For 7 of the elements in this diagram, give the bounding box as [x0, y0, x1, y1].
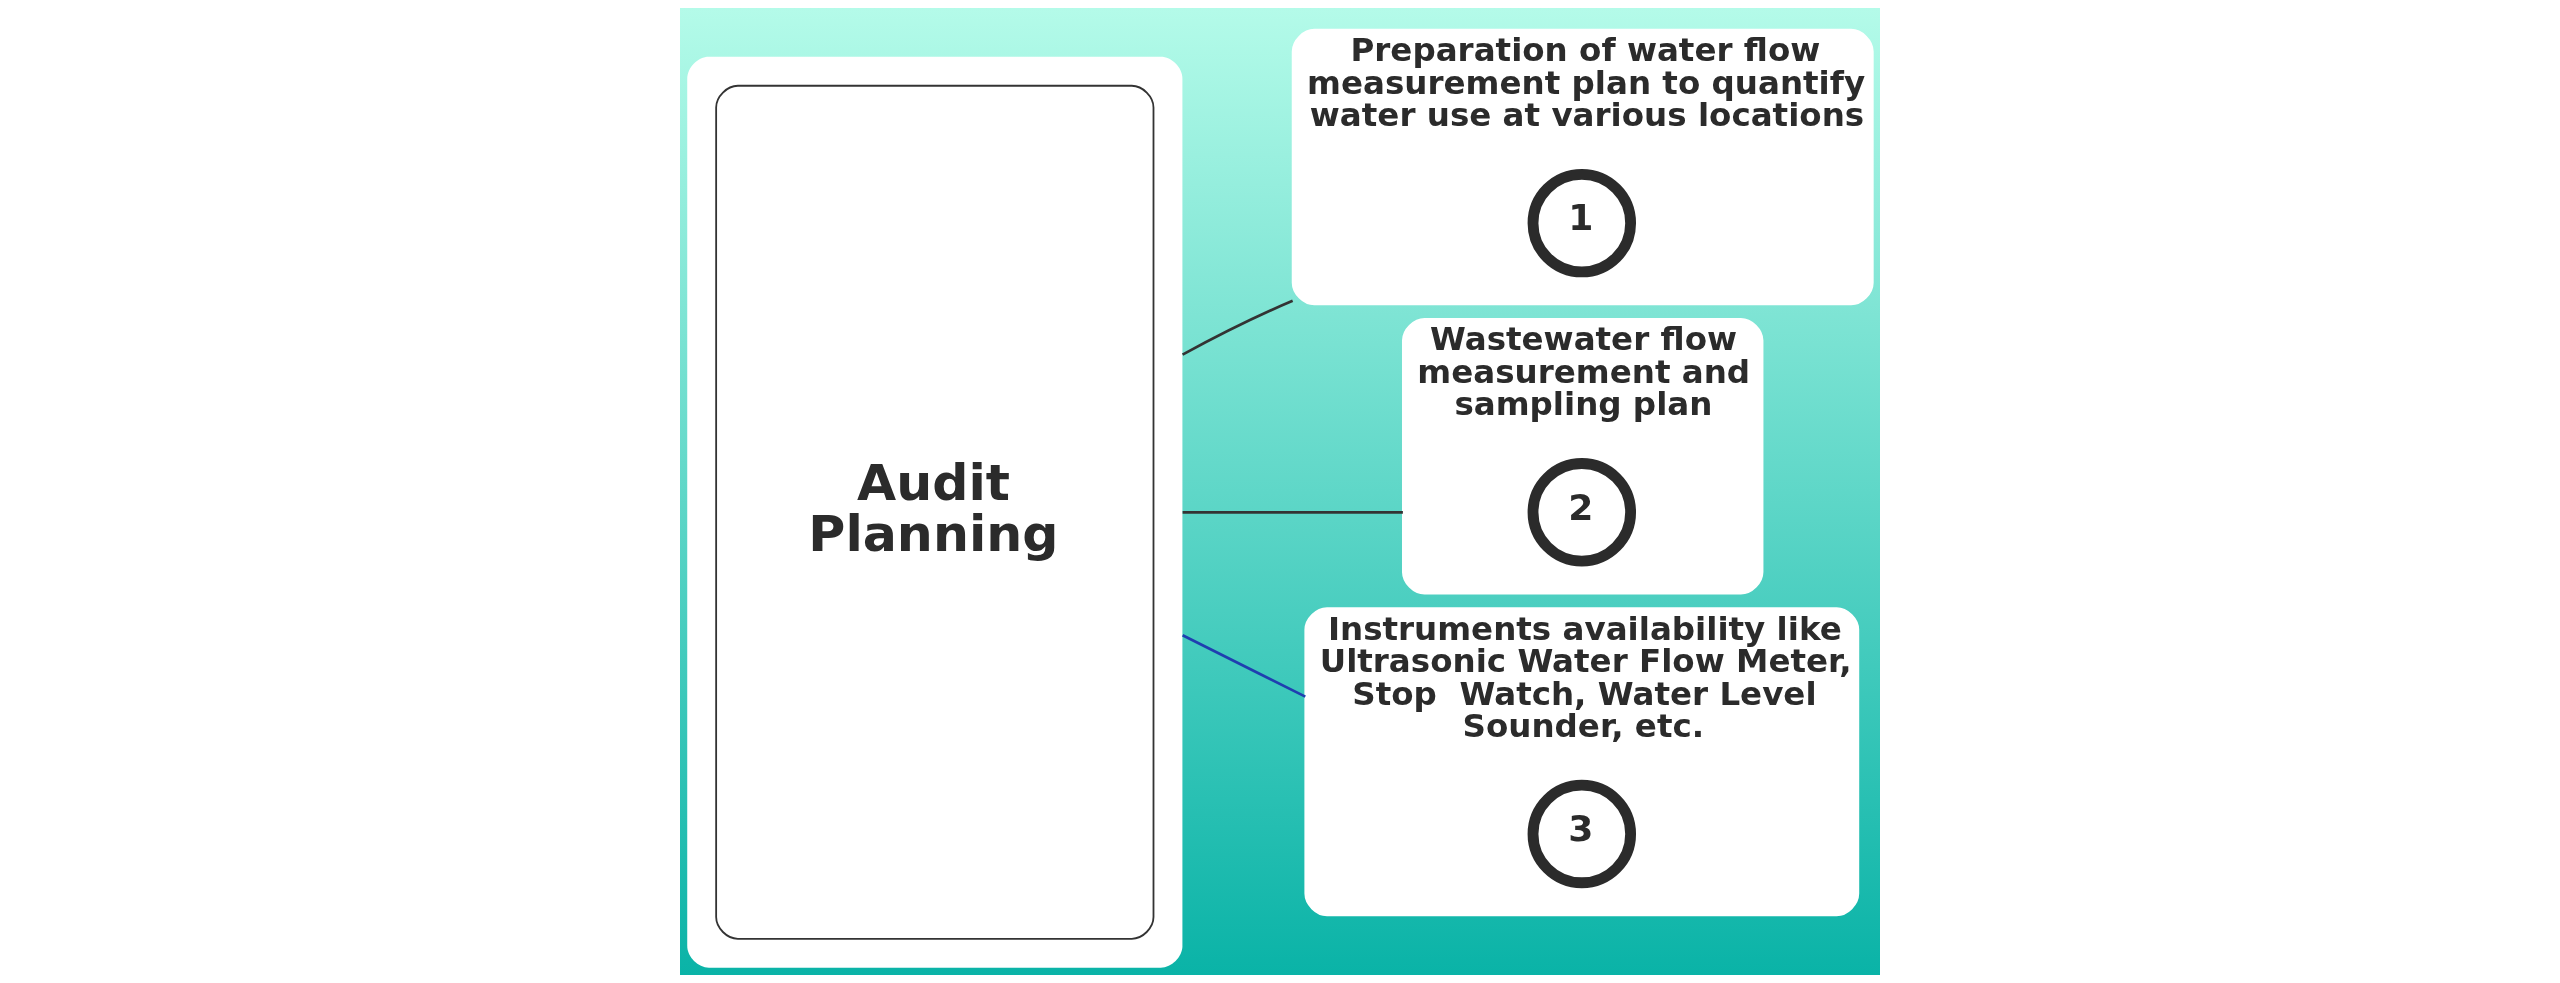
- connector: [1181, 299, 1294, 356]
- node-circle: 2: [1527, 458, 1636, 567]
- node-box: Audit Planning: [687, 56, 1183, 968]
- connector: [1182, 510, 1403, 514]
- connector: [1182, 634, 1306, 698]
- node-circle: 1: [1527, 168, 1636, 278]
- node-circle: 3: [1527, 779, 1636, 889]
